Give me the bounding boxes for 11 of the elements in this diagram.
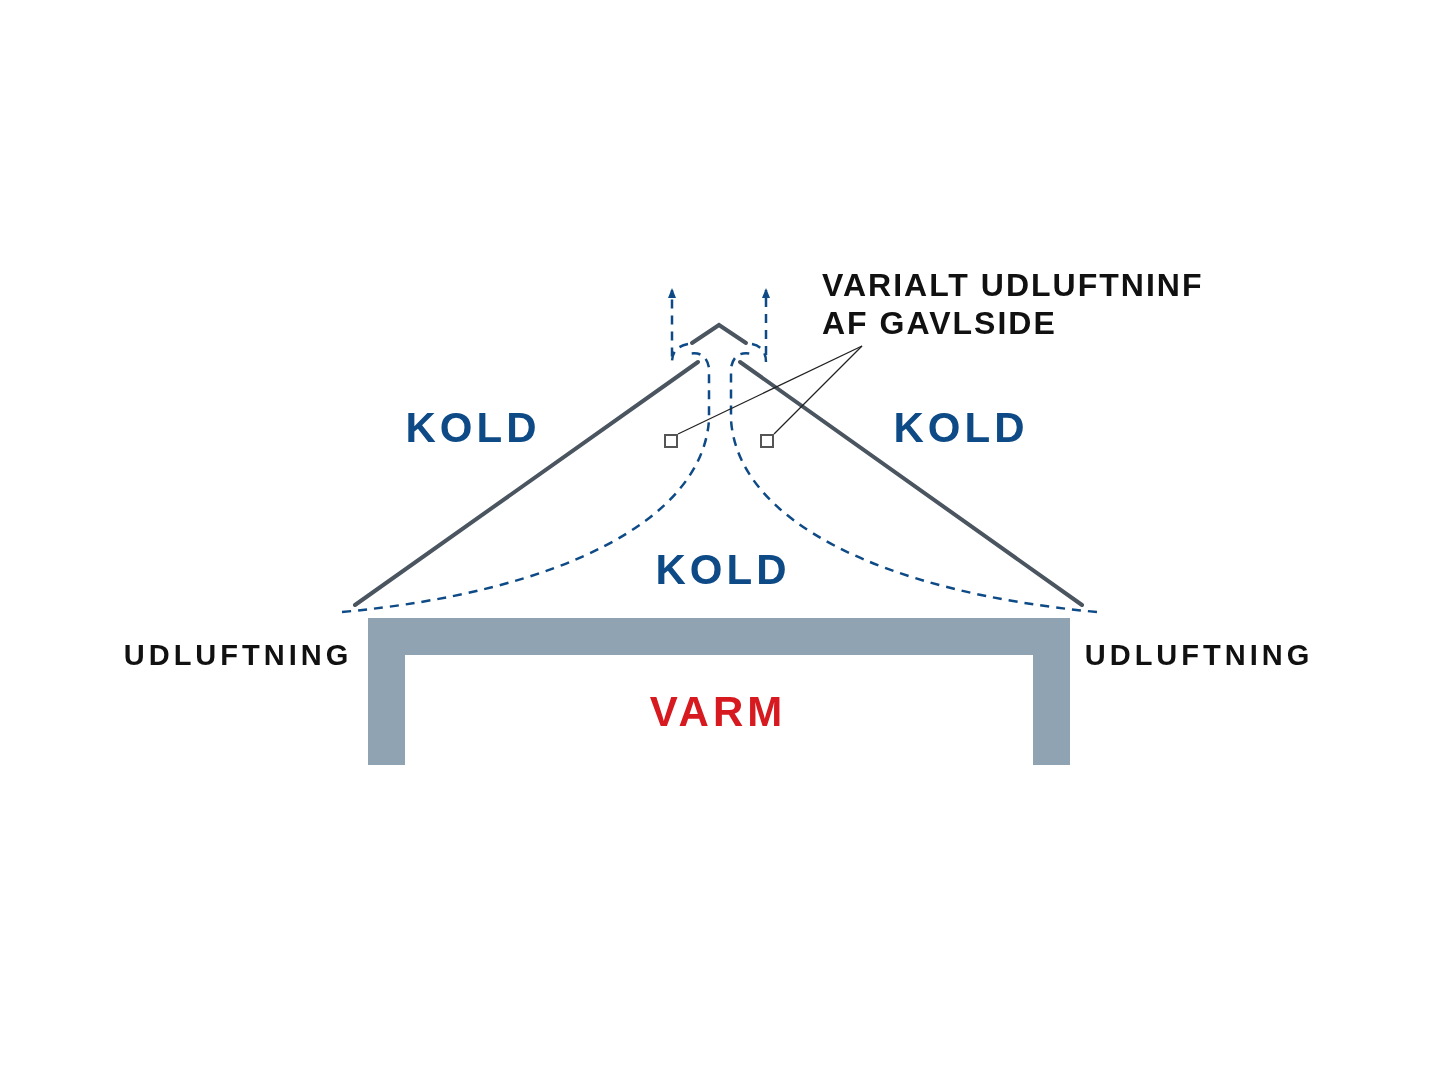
region-label: UDLUFTNING: [1084, 640, 1314, 670]
region-label: KOLD: [893, 407, 1029, 449]
region-label: KOLD: [405, 407, 541, 449]
vent-square: [664, 434, 678, 448]
leader-line: [773, 345, 863, 435]
vent-square: [760, 434, 774, 448]
callout-text: VARIALT UDLUFTNINF AF GAVLSIDE: [822, 266, 1242, 346]
region-label: VARM: [649, 691, 787, 733]
region-label: UDLUFTNING: [123, 640, 353, 670]
region-label: KOLD: [655, 549, 791, 591]
leader-line: [677, 345, 863, 435]
